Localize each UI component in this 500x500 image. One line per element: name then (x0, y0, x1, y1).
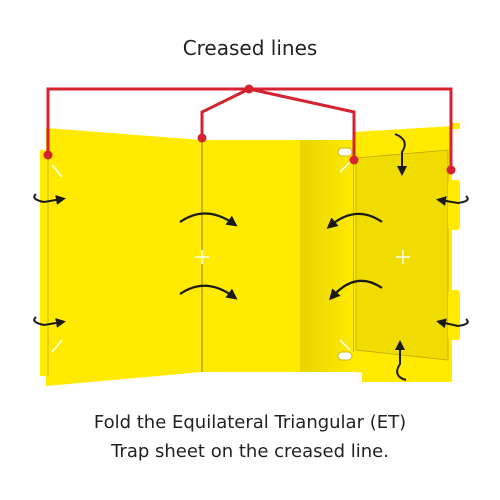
caption-line-1: Fold the Equilateral Triangular (ET) (93, 412, 407, 433)
fold-arrow-icon (436, 195, 469, 206)
fold-arrow-icon (436, 318, 469, 329)
fold-arrow-icon (394, 133, 407, 176)
fold-arrow-icon (33, 193, 66, 205)
curved-arrow-icon (329, 279, 383, 301)
right-panel (337, 123, 460, 382)
fold-arrow-icon (395, 340, 407, 381)
fold-arrow-icon (33, 316, 66, 328)
crosshair-icon (195, 250, 209, 264)
crease-callout-dots (43, 84, 456, 175)
left-panel (40, 128, 202, 386)
curved-arrow-icon (326, 212, 383, 229)
diagram-caption: Fold the Equilateral Triangular (ET) Tra… (0, 408, 500, 466)
curved-arrow-icon (179, 212, 238, 227)
diagram-title: Creased lines (182, 36, 318, 60)
crosshair-icon (396, 250, 410, 264)
curved-arrow-icon (179, 284, 238, 300)
center-panel (201, 140, 355, 372)
caption-line-2: Trap sheet on the creased line. (111, 441, 389, 462)
